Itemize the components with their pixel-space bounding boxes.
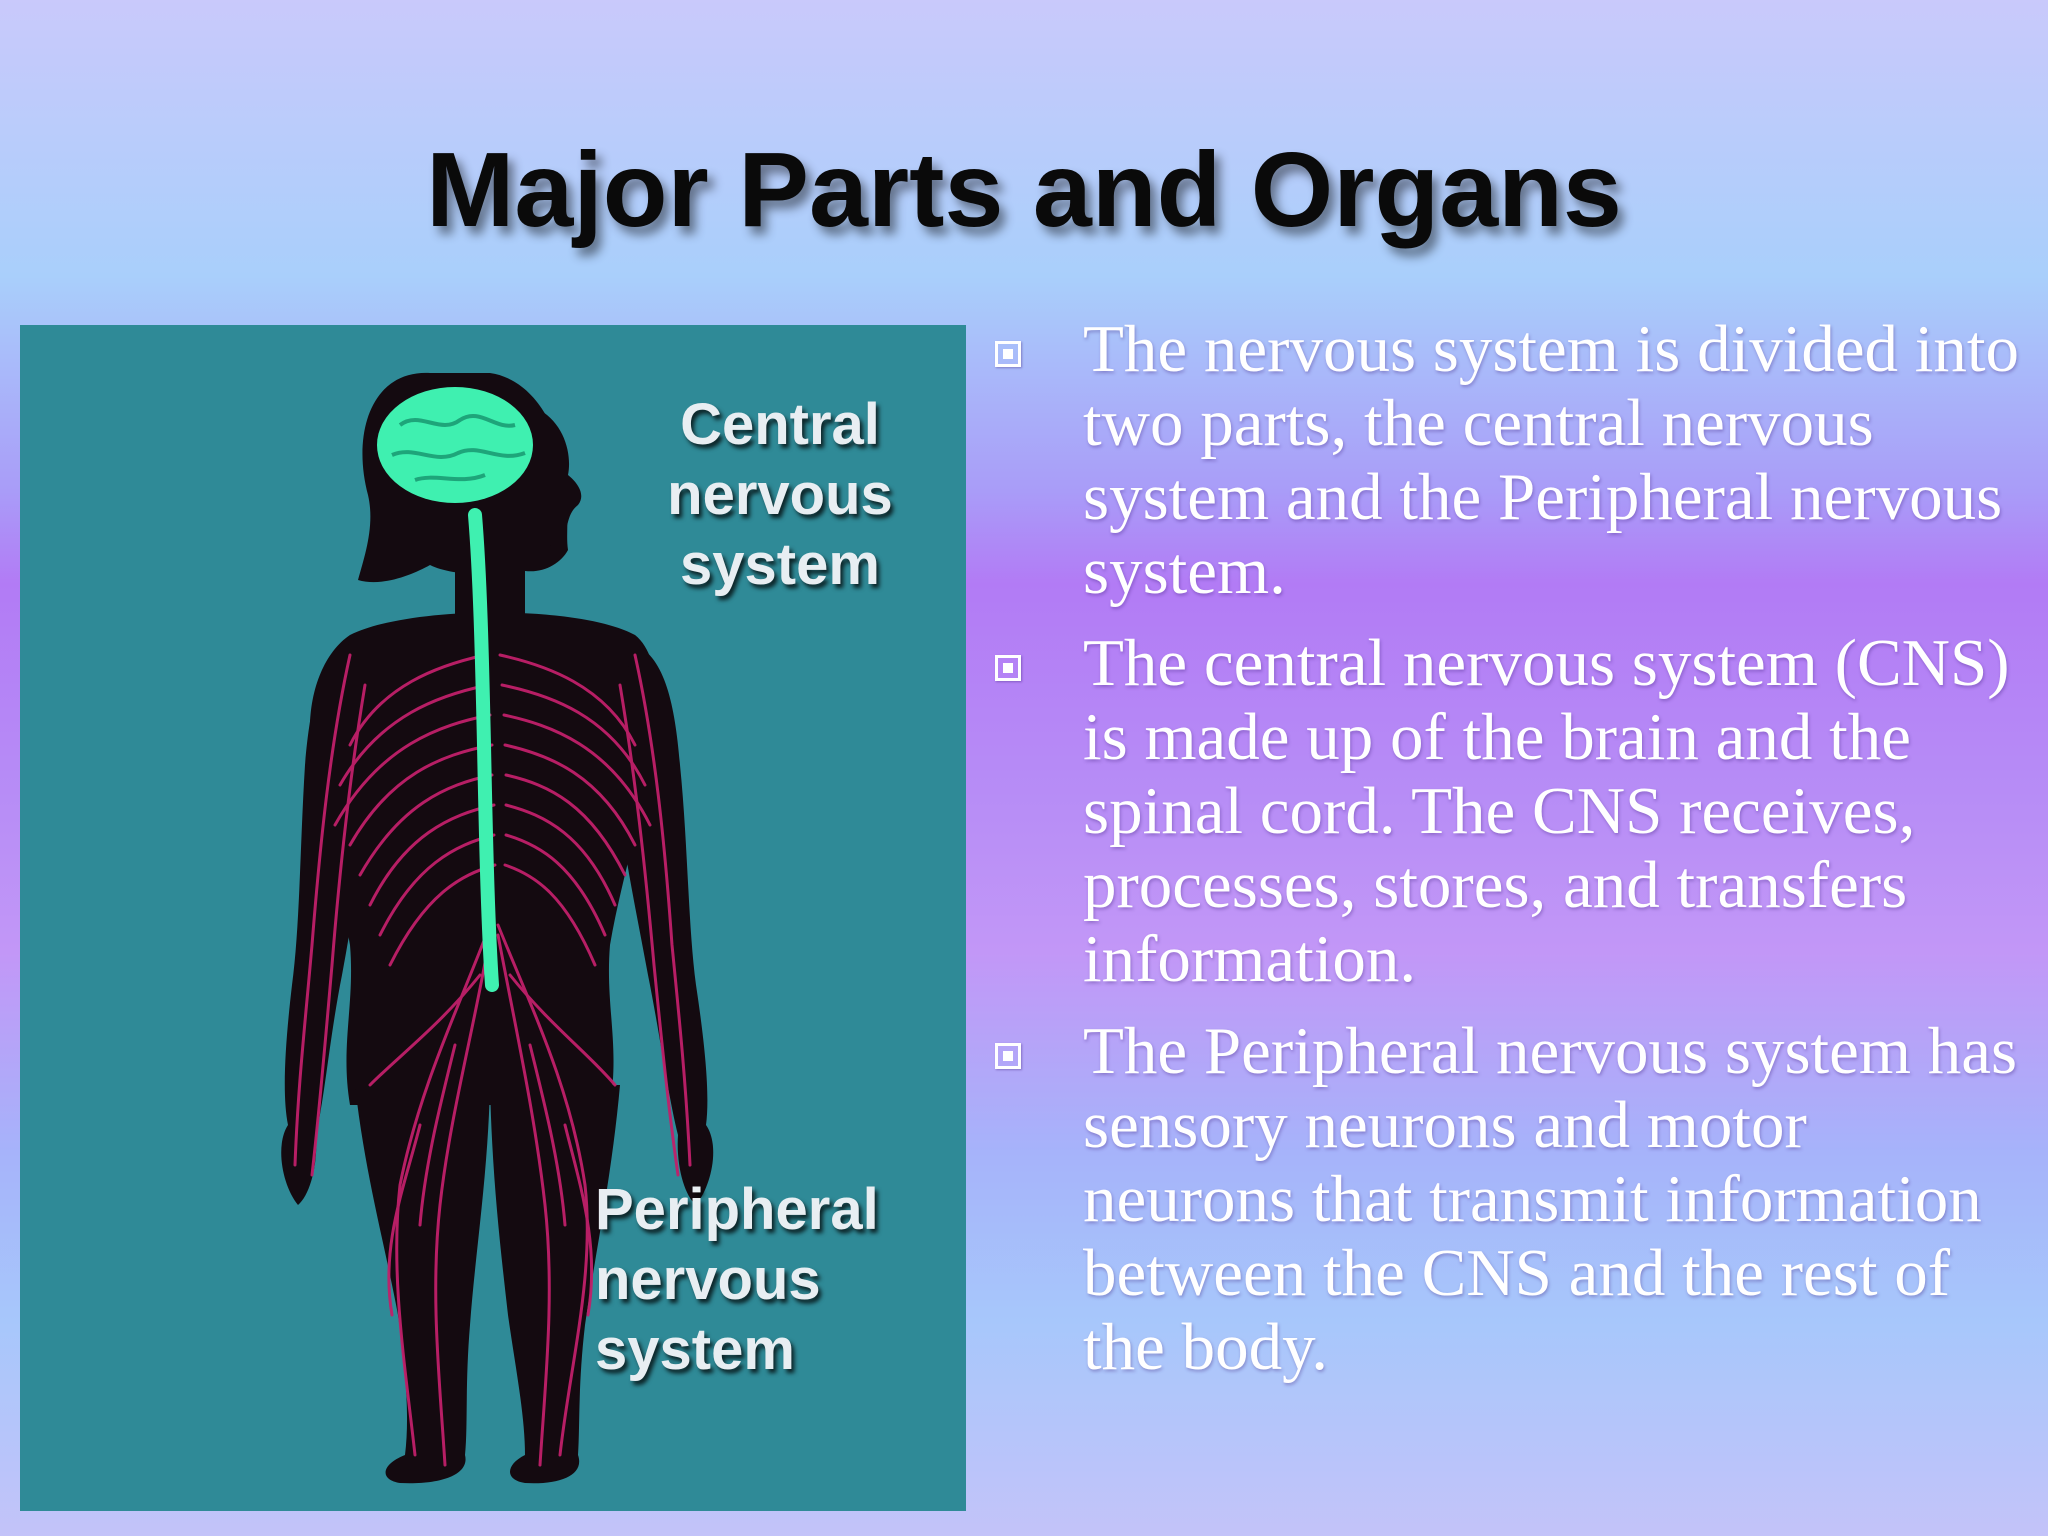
bullet-list: The nervous system is divided into two p… — [985, 312, 2035, 1402]
peripheral-nerves — [293, 653, 692, 1467]
brain — [377, 387, 533, 503]
bullet-item: The Peripheral nervous system has sensor… — [985, 1014, 2035, 1384]
bullet-item: The nervous system is divided into two p… — [985, 312, 2035, 608]
spinal-cord — [468, 508, 499, 992]
boxed-square-bullet-icon — [995, 341, 1021, 367]
bullet-item: The central nervous system (CNS) is made… — [985, 626, 2035, 996]
bullet-text: The Peripheral nervous system has sensor… — [1083, 1014, 2018, 1384]
cns-label: Central nervous system — [667, 392, 893, 597]
nervous-system-illustration: Central nervous system Peripheral nervou… — [20, 325, 966, 1511]
boxed-square-bullet-icon — [995, 655, 1021, 681]
human-body-figure — [281, 372, 714, 1484]
slide-title: Major Parts and Organs — [426, 131, 1622, 249]
bullet-text: The nervous system is divided into two p… — [1083, 312, 2020, 608]
bullet-text: The central nervous system (CNS) is made… — [1083, 626, 2010, 996]
boxed-square-bullet-icon — [995, 1043, 1021, 1069]
pns-label: Peripheral nervous system — [595, 1177, 879, 1382]
